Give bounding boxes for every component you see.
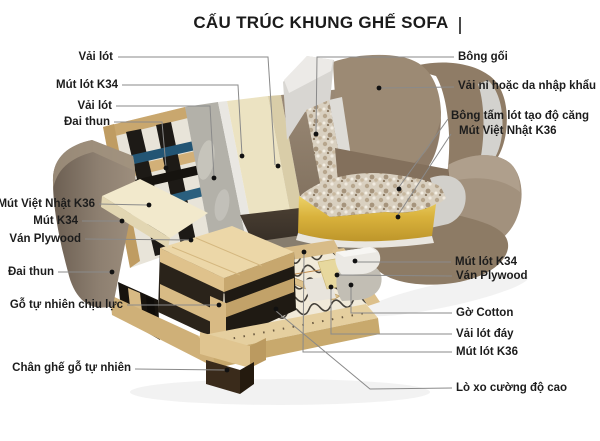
page-title: CẤU TRÚC KHUNG GHẾ SOFA <box>193 13 449 32</box>
back-cushions <box>283 54 507 193</box>
label-right-van-plywood: Ván Plywood <box>456 270 528 282</box>
label-right-vai-lot-day: Vải lót đáy <box>456 328 514 340</box>
label-right-lo-xo: Lò xo cường độ cao <box>456 382 568 394</box>
label-right-vai-ni: Vải nỉ hoặc da nhập khẩu <box>458 80 597 92</box>
label-left-van-plywood: Ván Plywood <box>9 233 81 245</box>
label-left-go-tu-nhien: Gỗ tự nhiên chịu lực <box>9 299 123 311</box>
label-left-dai-thun-2: Đai thun <box>8 266 54 278</box>
label-right-mut-lot-k34: Mút lót K34 <box>455 256 517 268</box>
left-armrest <box>52 140 208 308</box>
leader-lines <box>58 56 455 390</box>
label-left-vai-lot-1: Vải lót <box>78 51 113 63</box>
label-left-dai-thun-1: Đai thun <box>64 116 110 128</box>
label-right-bong-goi: Bông gối <box>458 51 508 63</box>
label-left-vai-lot-2: Vải lót <box>77 100 112 112</box>
front-left-leg <box>200 332 266 394</box>
wood-armrest-box <box>118 226 296 345</box>
seat-cushion <box>296 172 466 248</box>
label-left-mut-lot-k34: Mút lót K34 <box>56 79 118 91</box>
label-right-mut-viet-nhat: Mút Việt Nhật K36 <box>459 125 557 137</box>
text-cursor <box>459 17 461 34</box>
label-right-go-cotton: Gờ Cotton <box>456 307 514 319</box>
label-right-mut-lot-k36: Mút lót K36 <box>456 346 518 358</box>
floor-shadow <box>130 273 529 405</box>
label-left-mut-viet-nhat: Mút Việt Nhật K36 <box>0 198 95 210</box>
label-right-bong-tam-lot: Bông tấm lót tạo độ căng <box>451 110 589 122</box>
label-left-mut-k34: Mút K34 <box>33 215 78 227</box>
label-left-chan-ghe: Chân ghế gỗ tự nhiên <box>12 362 131 374</box>
leader-dots <box>109 85 402 373</box>
